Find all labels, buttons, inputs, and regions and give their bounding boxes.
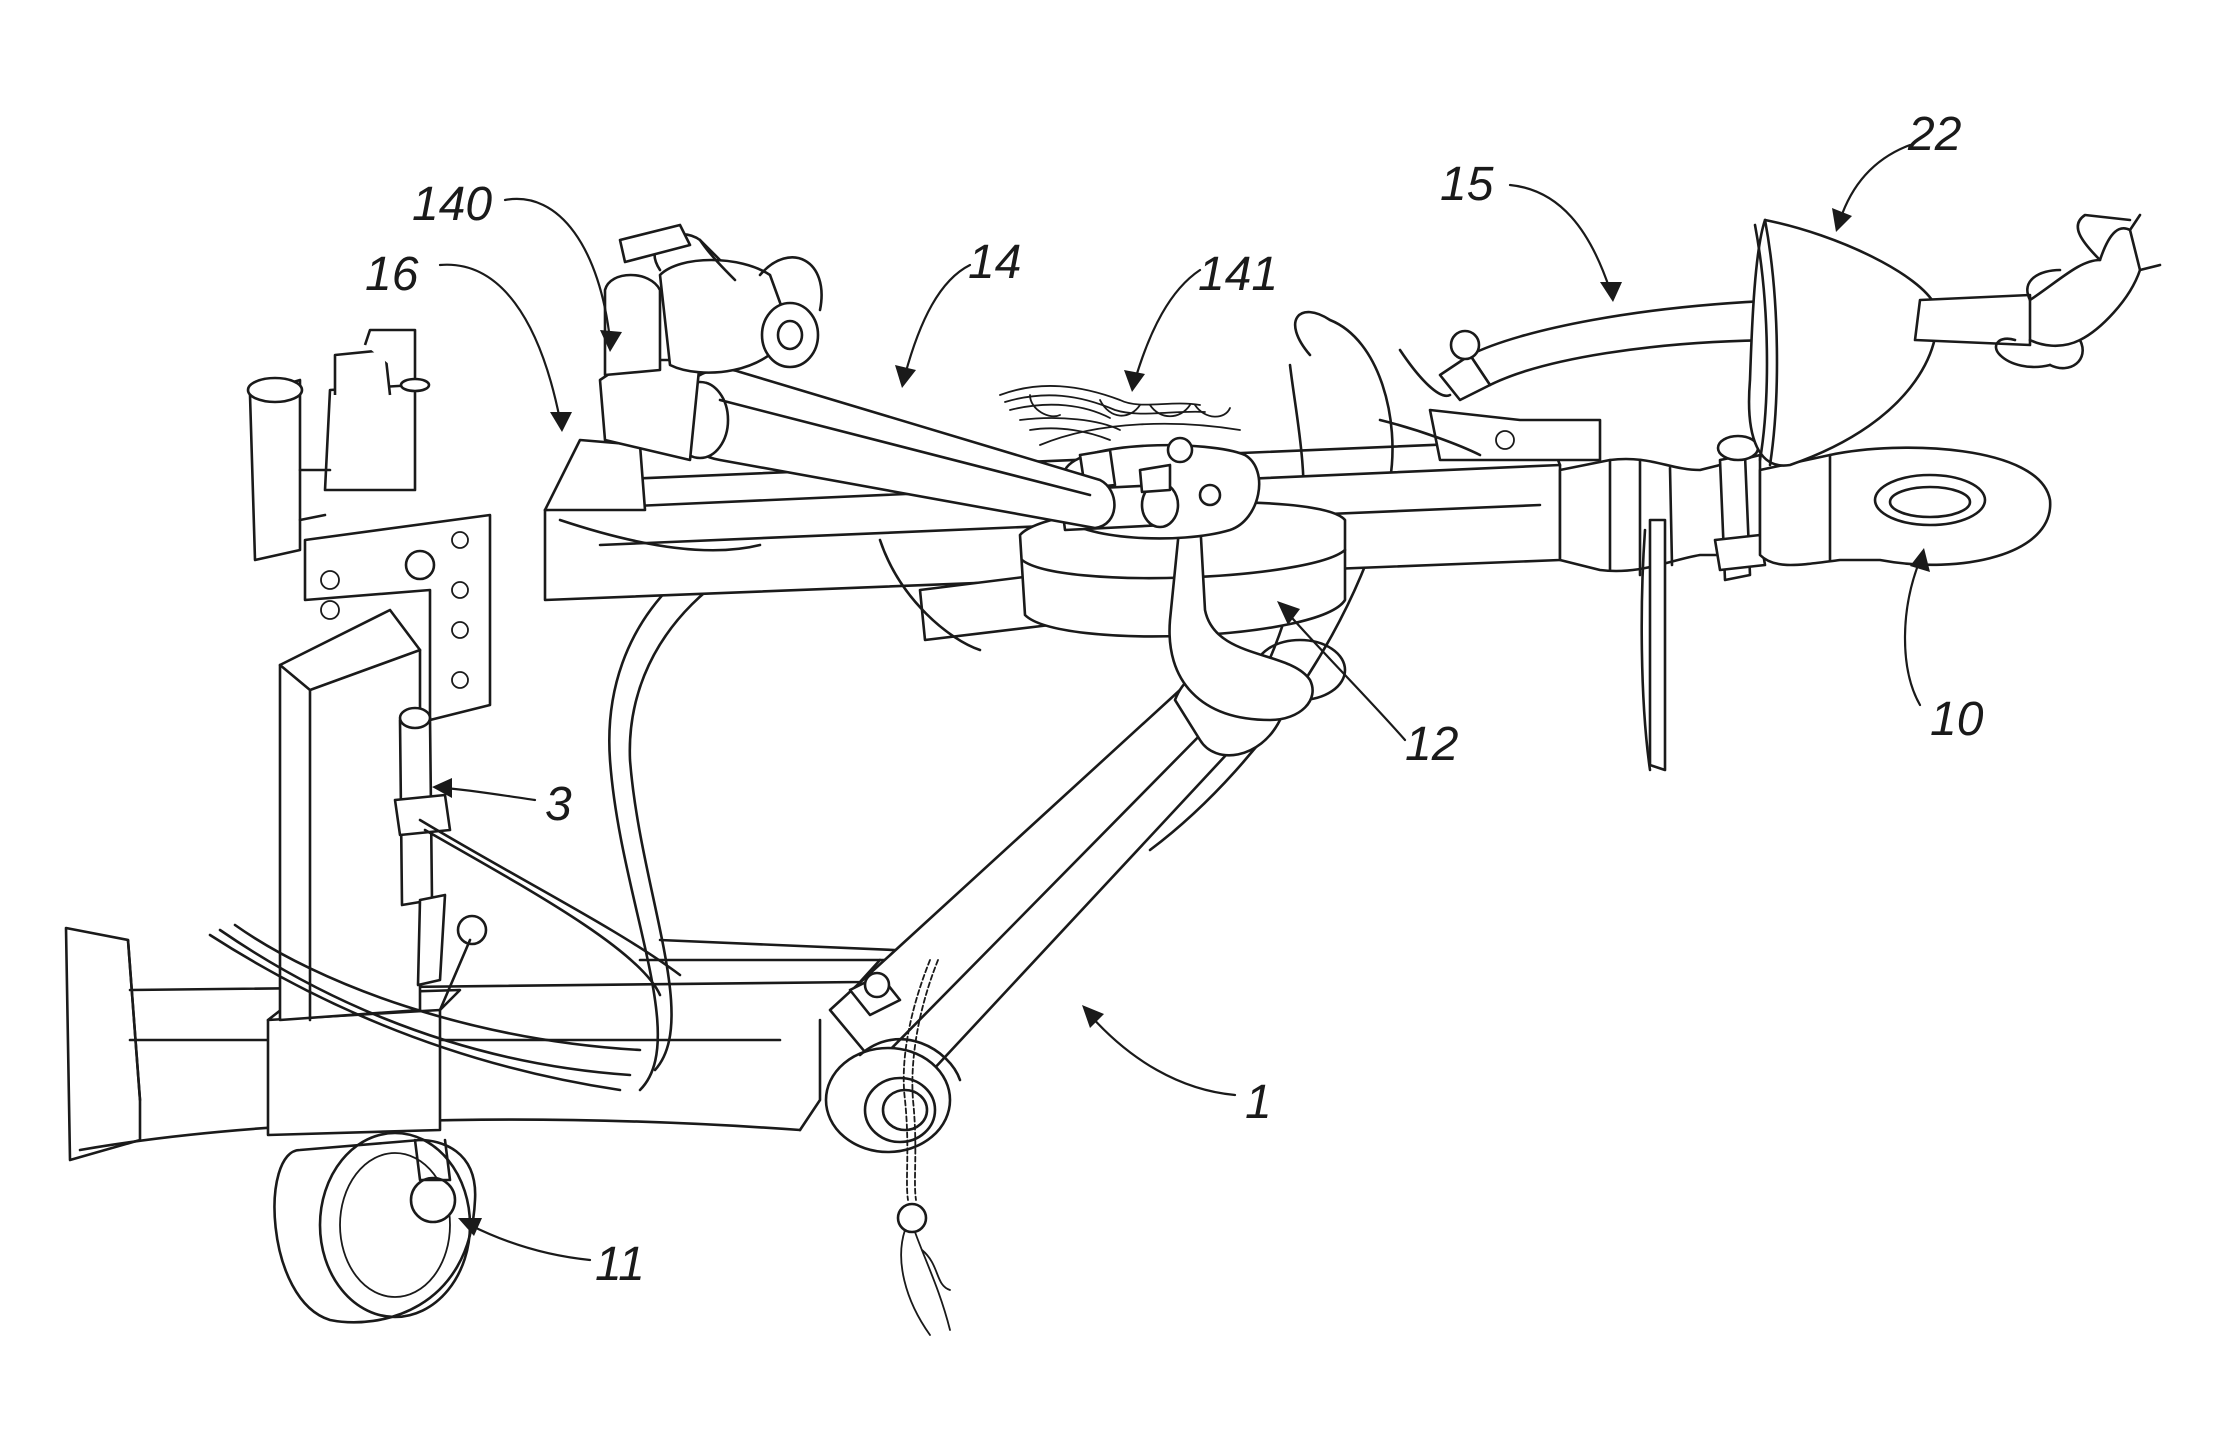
label-141: 141: [1198, 248, 1278, 301]
label-1: 1: [1245, 1076, 1272, 1129]
hands-holding-bar: [1913, 213, 2162, 370]
leader-lines: [432, 143, 1930, 1262]
label-3: 3: [545, 778, 572, 831]
label-10: 10: [1930, 693, 1984, 746]
label-15: 15: [1440, 158, 1494, 211]
caster-wheel: [273, 1131, 477, 1324]
vertical-post-assembly: [246, 328, 492, 1022]
extension-bar-15: [1378, 298, 1792, 462]
cone-guide-22: [1747, 218, 1939, 467]
label-16: 16: [365, 248, 419, 301]
label-11: 11: [595, 1238, 645, 1291]
label-22: 22: [1907, 108, 1961, 161]
label-140: 140: [412, 178, 492, 231]
tow-eye-10: [1558, 434, 2052, 772]
wire-bundle-141: [999, 385, 1231, 441]
label-14: 14: [968, 236, 1021, 289]
motor-unit-140: [598, 223, 823, 462]
hinge-rotary-box-12: [1018, 422, 1347, 722]
reference-labels: 140 16 14 141 15 22 10 12 3 1 11: [365, 108, 1984, 1291]
base-frame: [64, 926, 882, 1162]
safety-chain: [896, 959, 951, 1336]
label-12: 12: [1405, 718, 1458, 771]
